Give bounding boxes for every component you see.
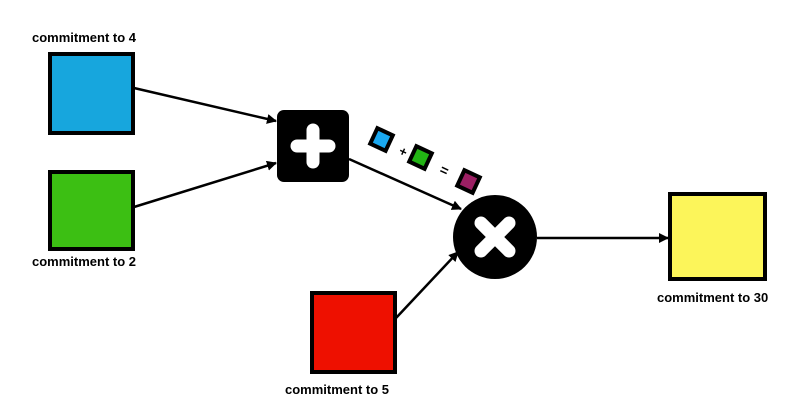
label-commitment-yellow: commitment to 30 <box>657 290 769 305</box>
arrow-blue-to-plus <box>133 86 277 124</box>
small-blue-square <box>367 125 396 154</box>
plus-operator-icon <box>277 110 349 182</box>
multiply-operator-icon <box>453 195 537 279</box>
commitment-box-blue <box>48 52 135 135</box>
label-commitment-blue: commitment to 4 <box>32 30 137 45</box>
label-commitment-green: commitment to 2 <box>32 254 137 269</box>
arrow-red-to-multiply <box>395 251 459 319</box>
equation-plus: + <box>397 143 411 160</box>
equation-equals: = <box>437 161 451 179</box>
commitment-box-red <box>310 291 397 374</box>
commitment-box-yellow <box>668 192 767 281</box>
label-commitment-red: commitment to 5 <box>285 382 390 397</box>
small-green-square <box>406 143 435 172</box>
commitment-box-green <box>48 170 135 251</box>
arrow-green-to-plus <box>133 160 277 209</box>
equation-annotation: + = <box>367 125 483 196</box>
small-purple-square <box>454 167 483 196</box>
arrow-plus-to-multiply <box>348 157 462 211</box>
